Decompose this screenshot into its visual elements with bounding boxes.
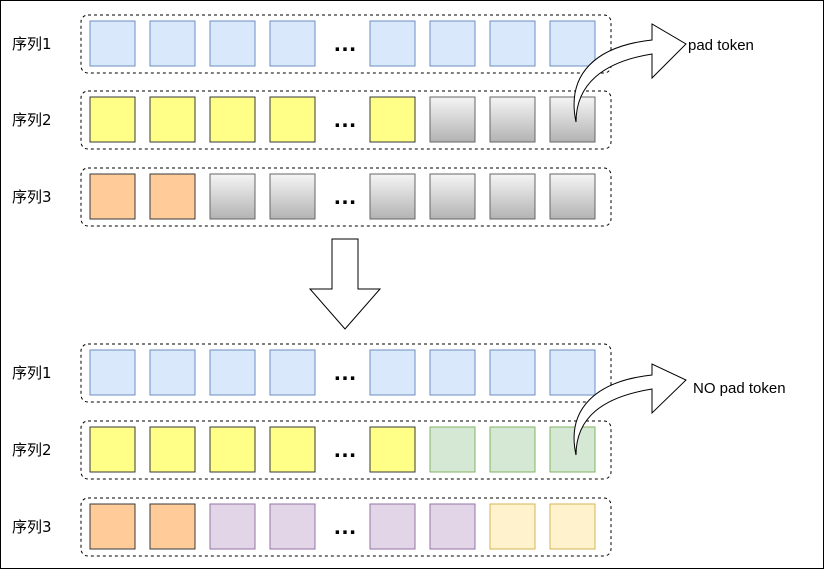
token-cell-blue	[369, 20, 416, 67]
token-cell-blue	[429, 20, 476, 67]
ellipsis: …	[333, 436, 357, 463]
token-cell-yellow	[269, 426, 316, 473]
token-cell-orange	[89, 173, 136, 220]
token-cell-purple	[269, 503, 316, 550]
sequence-container	[80, 14, 612, 74]
sequence-container	[80, 90, 612, 150]
token-cell-blue	[149, 349, 196, 396]
token-cell-yellow	[149, 96, 196, 143]
token-cell-purple	[429, 503, 476, 550]
ellipsis: …	[333, 183, 357, 210]
token-cell-blue	[429, 349, 476, 396]
token-cell-orange	[89, 503, 136, 550]
ellipsis: …	[333, 30, 357, 57]
token-cell-blue	[369, 349, 416, 396]
sequence-label: 序列1	[12, 364, 52, 382]
token-cell-gray	[269, 173, 316, 220]
token-cell-yellow	[89, 96, 136, 143]
token-cell-yellow	[209, 96, 256, 143]
token-cell-gray	[429, 96, 476, 143]
token-cell-gray	[549, 96, 596, 143]
sequence-row: 序列3 …	[12, 167, 612, 227]
ellipsis: …	[333, 106, 357, 133]
sequence-row: 序列3 …	[12, 497, 612, 557]
sequence-container	[80, 497, 612, 557]
token-cell-gray	[489, 173, 536, 220]
token-cell-gray	[489, 96, 536, 143]
token-cell-purple	[369, 503, 416, 550]
sequence-row: 序列2 …	[12, 420, 612, 480]
token-cell-blue	[89, 349, 136, 396]
token-cell-cream	[549, 503, 596, 550]
token-cell-green	[489, 426, 536, 473]
token-cell-cream	[489, 503, 536, 550]
token-cell-blue	[549, 349, 596, 396]
token-cell-blue	[209, 20, 256, 67]
no-pad-token-annotation: NO pad token	[693, 380, 786, 397]
token-cell-blue	[549, 20, 596, 67]
token-cell-yellow	[369, 426, 416, 473]
token-cell-blue	[489, 20, 536, 67]
token-cell-green	[429, 426, 476, 473]
sequence-label: 序列3	[12, 188, 52, 206]
token-cell-yellow	[149, 426, 196, 473]
token-cell-yellow	[369, 96, 416, 143]
sequence-row: 序列1 …	[12, 343, 612, 403]
sequence-container	[80, 420, 612, 480]
sequence-row: 序列2 …	[12, 90, 612, 150]
token-cell-blue	[489, 349, 536, 396]
token-cell-yellow	[209, 426, 256, 473]
sequence-row: 序列1 …	[12, 14, 612, 74]
token-cell-green	[549, 426, 596, 473]
token-cell-gray	[429, 173, 476, 220]
ellipsis: …	[333, 359, 357, 386]
pad-token-annotation: pad token	[688, 37, 754, 54]
token-cell-blue	[269, 349, 316, 396]
sequence-container	[80, 167, 612, 227]
token-cell-gray	[209, 173, 256, 220]
token-cell-purple	[209, 503, 256, 550]
down-arrow-icon	[308, 238, 382, 330]
token-cell-gray	[369, 173, 416, 220]
callout-arrow-icon	[573, 363, 687, 456]
token-cell-orange	[149, 173, 196, 220]
callout-arrow-icon	[573, 23, 687, 123]
token-cell-blue	[269, 20, 316, 67]
token-cell-gray	[549, 173, 596, 220]
token-cell-yellow	[269, 96, 316, 143]
sequence-label: 序列3	[12, 518, 52, 536]
sequence-label: 序列1	[12, 35, 52, 53]
token-cell-blue	[209, 349, 256, 396]
token-cell-blue	[89, 20, 136, 67]
ellipsis: …	[333, 513, 357, 540]
token-cell-orange	[149, 503, 196, 550]
sequence-label: 序列2	[12, 441, 52, 459]
token-cell-yellow	[89, 426, 136, 473]
sequence-label: 序列2	[12, 111, 52, 129]
sequence-container	[80, 343, 612, 403]
token-cell-blue	[149, 20, 196, 67]
